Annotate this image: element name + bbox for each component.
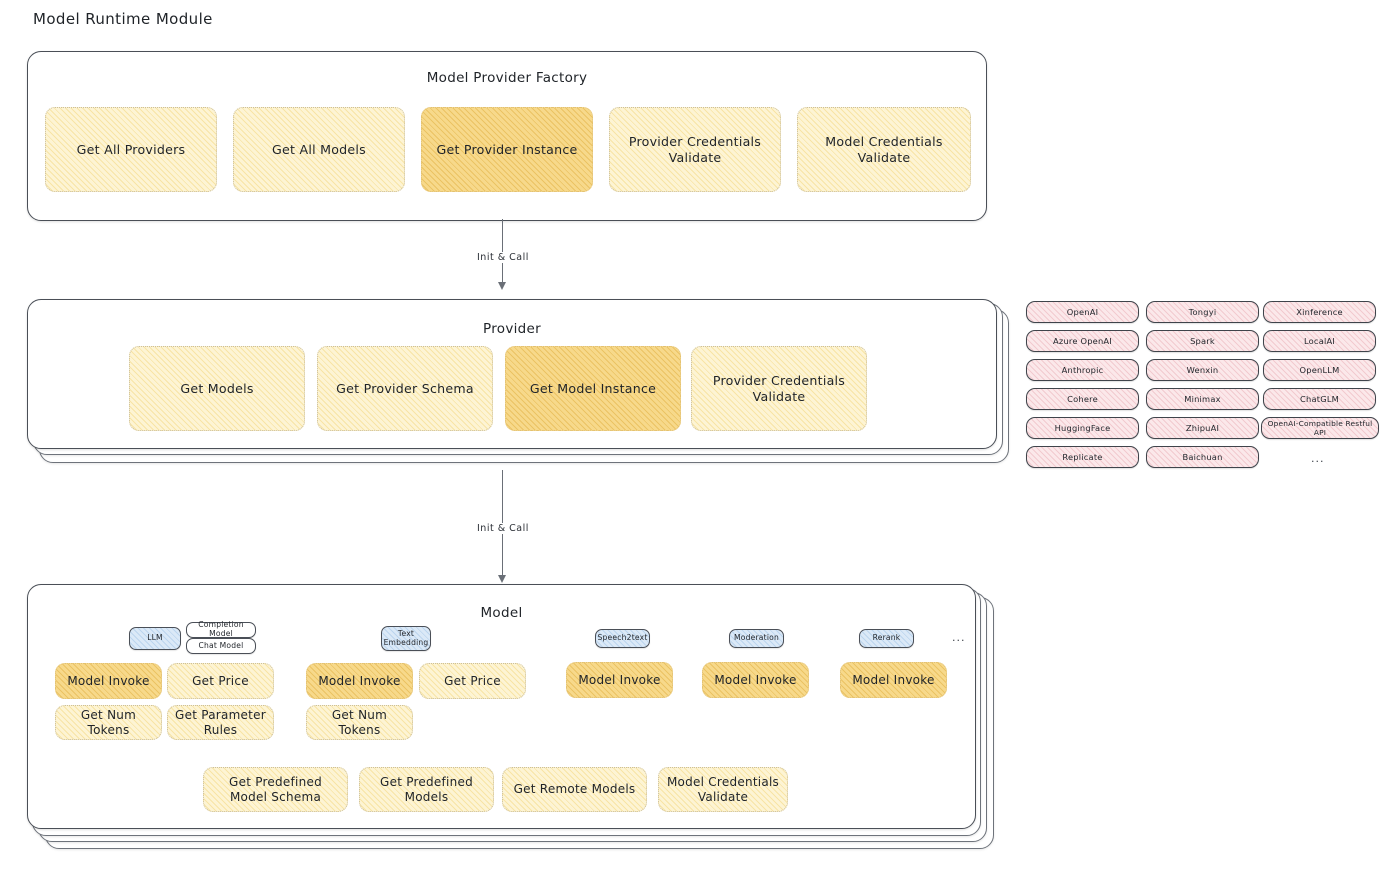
chip-get-provider-schema[interactable]: Get Provider Schema bbox=[317, 346, 493, 431]
model-panel-title: Model bbox=[480, 605, 523, 621]
model-subtype-badge-chat-model[interactable]: Chat Model bbox=[186, 638, 256, 654]
provider-tag-baichuan[interactable]: Baichuan bbox=[1146, 446, 1259, 468]
provider-tag-cohere[interactable]: Cohere bbox=[1026, 388, 1139, 410]
chip-get-model-instance[interactable]: Get Model Instance bbox=[505, 346, 681, 431]
chip-llm-get-price[interactable]: Get Price bbox=[167, 663, 274, 699]
chip-get-predefined-models[interactable]: Get Predefined Models bbox=[359, 767, 494, 812]
model-provider-factory-title: Model Provider Factory bbox=[426, 70, 588, 86]
provider-tag-localai[interactable]: LocalAI bbox=[1263, 330, 1376, 352]
model-type-badge-text-embedding[interactable]: Text Embedding bbox=[381, 626, 431, 651]
chip-text-embedding-get-num-tokens[interactable]: Get Num Tokens bbox=[306, 705, 413, 740]
provider-tag-openai[interactable]: OpenAI bbox=[1026, 301, 1139, 323]
chip-text-embedding-get-price[interactable]: Get Price bbox=[419, 663, 526, 699]
model-type-badge-speech2text[interactable]: Speech2text bbox=[595, 629, 650, 648]
chip-speech2text-model-invoke[interactable]: Model Invoke bbox=[566, 662, 673, 698]
chip-llm-get-parameter-rules[interactable]: Get Parameter Rules bbox=[167, 705, 274, 740]
model-type-badge-llm[interactable]: LLM bbox=[129, 627, 181, 650]
chip-model-credentials-validate[interactable]: Model Credentials Validate bbox=[797, 107, 971, 192]
provider-tag-spark[interactable]: Spark bbox=[1146, 330, 1259, 352]
provider-panel-title: Provider bbox=[483, 321, 541, 337]
model-types-more: ... bbox=[952, 631, 966, 644]
provider-tag-azure-openai[interactable]: Azure OpenAI bbox=[1026, 330, 1139, 352]
provider-tags-more: ... bbox=[1311, 452, 1325, 465]
model-type-badge-moderation[interactable]: Moderation bbox=[729, 629, 784, 648]
provider-tag-replicate[interactable]: Replicate bbox=[1026, 446, 1139, 468]
chip-rerank-model-invoke[interactable]: Model Invoke bbox=[840, 662, 947, 698]
model-type-badge-rerank[interactable]: Rerank bbox=[859, 629, 914, 648]
chip-provider-credentials-validate-2[interactable]: Provider Credentials Validate bbox=[691, 346, 867, 431]
provider-tag-wenxin[interactable]: Wenxin bbox=[1146, 359, 1259, 381]
chip-provider-credentials-validate[interactable]: Provider Credentials Validate bbox=[609, 107, 781, 192]
provider-tag-xinference[interactable]: Xinference bbox=[1263, 301, 1376, 323]
connector-arrowhead-2 bbox=[498, 575, 506, 583]
chip-get-all-providers[interactable]: Get All Providers bbox=[45, 107, 217, 192]
provider-tag-zhipuai[interactable]: ZhipuAI bbox=[1146, 417, 1259, 439]
connector-label-init-call-1: Init & Call bbox=[473, 252, 533, 263]
connector-arrowhead-1 bbox=[498, 282, 506, 290]
chip-get-all-models[interactable]: Get All Models bbox=[233, 107, 405, 192]
chip-get-remote-models[interactable]: Get Remote Models bbox=[502, 767, 647, 812]
chip-moderation-model-invoke[interactable]: Model Invoke bbox=[702, 662, 809, 698]
chip-get-provider-instance[interactable]: Get Provider Instance bbox=[421, 107, 593, 192]
page-title: Model Runtime Module bbox=[33, 10, 213, 28]
model-subtype-badge-completion-model[interactable]: Completion Model bbox=[186, 620, 256, 638]
provider-tag-chatglm[interactable]: ChatGLM bbox=[1263, 388, 1376, 410]
chip-get-models[interactable]: Get Models bbox=[129, 346, 305, 431]
provider-tag-minimax[interactable]: Minimax bbox=[1146, 388, 1259, 410]
provider-tag-huggingface[interactable]: HuggingFace bbox=[1026, 417, 1139, 439]
chip-llm-model-invoke[interactable]: Model Invoke bbox=[55, 663, 162, 699]
chip-get-predefined-model-schema[interactable]: Get Predefined Model Schema bbox=[203, 767, 348, 812]
chip-llm-get-num-tokens[interactable]: Get Num Tokens bbox=[55, 705, 162, 740]
provider-tag-openai-compatible-restful-api[interactable]: OpenAI-Compatible Restful API bbox=[1261, 417, 1379, 439]
provider-tag-anthropic[interactable]: Anthropic bbox=[1026, 359, 1139, 381]
chip-text-embedding-model-invoke[interactable]: Model Invoke bbox=[306, 663, 413, 699]
connector-label-init-call-2: Init & Call bbox=[473, 523, 533, 534]
provider-tag-tongyi[interactable]: Tongyi bbox=[1146, 301, 1259, 323]
provider-tag-openllm[interactable]: OpenLLM bbox=[1263, 359, 1376, 381]
chip-model-credentials-validate-2[interactable]: Model Credentials Validate bbox=[658, 767, 788, 812]
